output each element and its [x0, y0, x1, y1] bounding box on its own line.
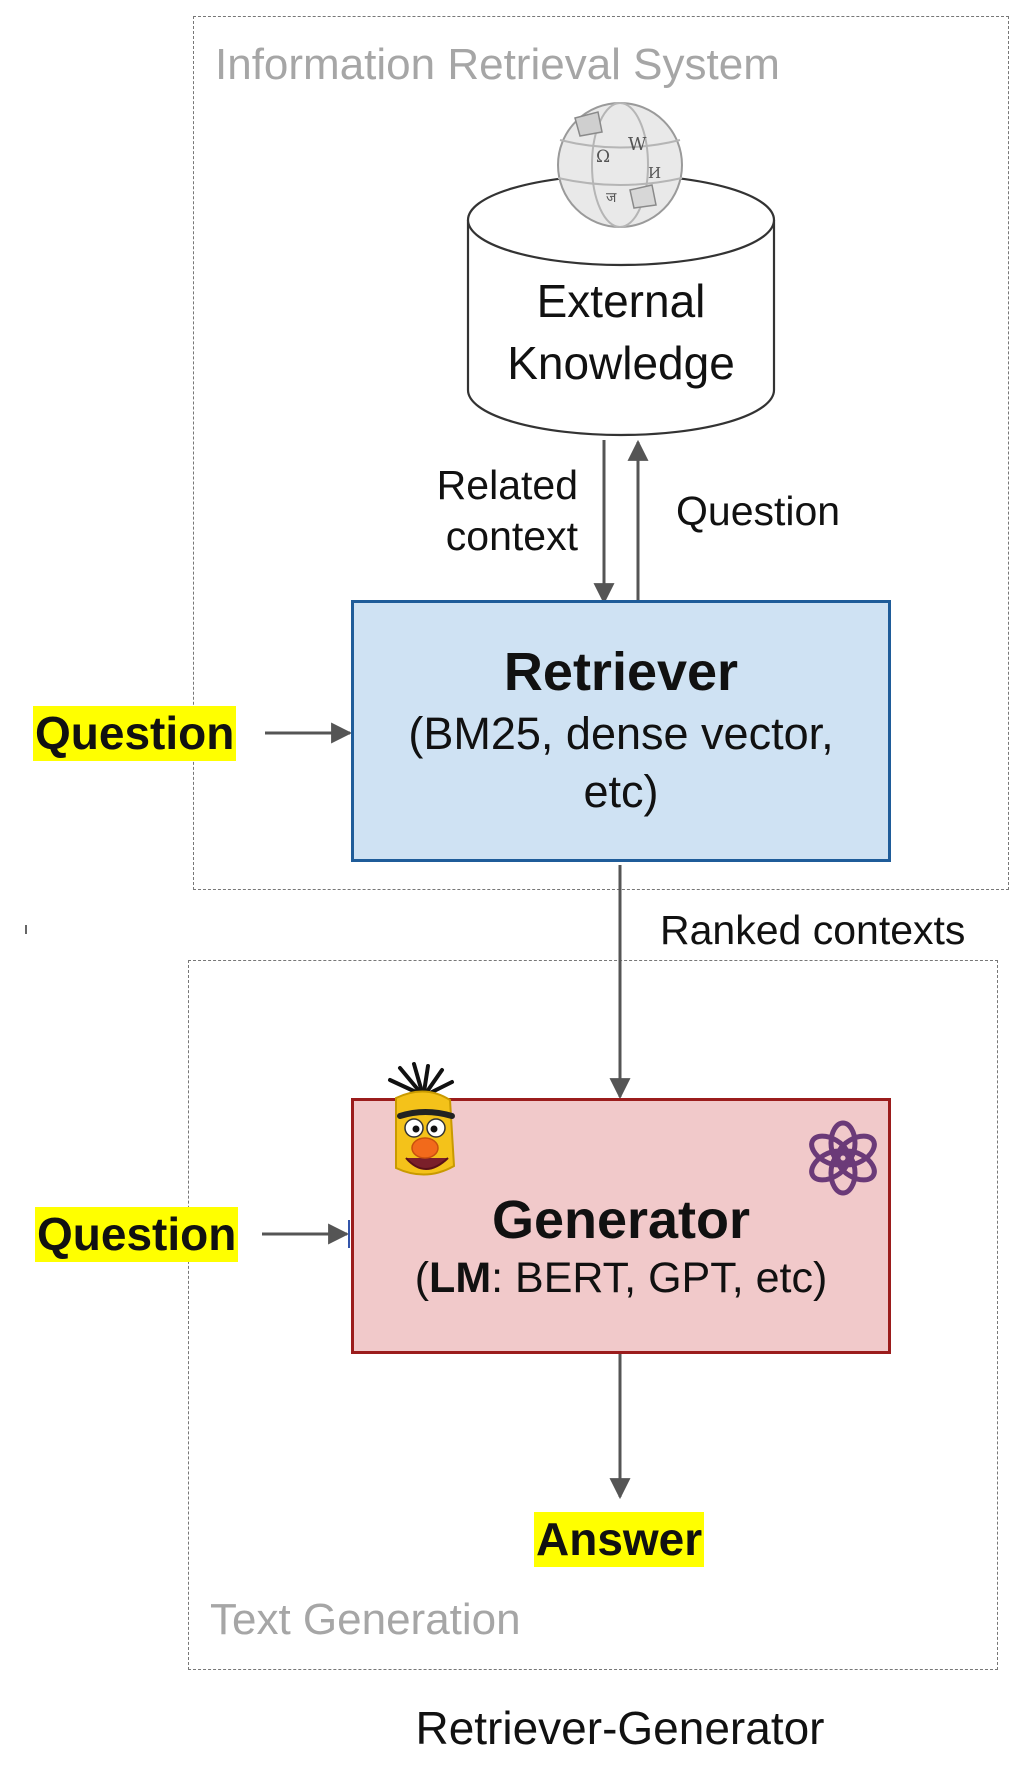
external-knowledge-line1: External — [536, 275, 706, 327]
svg-text:Ω: Ω — [596, 147, 610, 167]
external-knowledge-line2: Knowledge — [507, 337, 735, 390]
answer-output: Answer — [534, 1512, 705, 1567]
generator-lm-bold: LM — [429, 1253, 492, 1302]
retriever-node: Retriever (BM25, dense vector, etc) — [351, 600, 891, 862]
related-context-label: Related context — [410, 460, 578, 563]
external-knowledge-label: External Knowledge — [468, 270, 774, 394]
generator-open-paren: ( — [414, 1253, 430, 1302]
generator-subtitle-rest: : BERT, GPT, etc) — [491, 1253, 828, 1302]
generator-title: Generator — [491, 1189, 751, 1250]
ir-system-label: Information Retrieval System — [215, 40, 780, 89]
retriever-subtitle-line1: (BM25, dense vector, — [408, 707, 834, 759]
text-generation-group — [188, 960, 998, 1670]
question-input-generator: Question — [35, 1207, 239, 1262]
diagram-caption: Retriever-Generator — [415, 1702, 825, 1754]
generator-subtitle: (LM: BERT, GPT, etc) — [415, 1253, 828, 1305]
bert-muppet-icon — [388, 1062, 456, 1176]
svg-text:W: W — [628, 134, 647, 155]
question-up-label: Question — [676, 488, 841, 534]
related-context-line2: context — [445, 513, 578, 560]
external-knowledge-cylinder — [466, 173, 776, 437]
related-context-line1: Related — [436, 462, 578, 508]
svg-text:И: И — [648, 164, 661, 182]
openai-logo-icon — [809, 1120, 877, 1196]
question-input-retriever: Question — [33, 706, 237, 761]
wikipedia-globe-icon: Ω W И ज — [557, 102, 683, 228]
retriever-subtitle-line2: etc) — [583, 766, 659, 818]
ir-system-group — [193, 16, 1009, 890]
text-generation-label: Text Generation — [210, 1595, 521, 1644]
retriever-title: Retriever — [503, 642, 739, 703]
ranked-contexts-label: Ranked contexts — [660, 907, 966, 953]
svg-text:ज: ज — [606, 190, 617, 206]
